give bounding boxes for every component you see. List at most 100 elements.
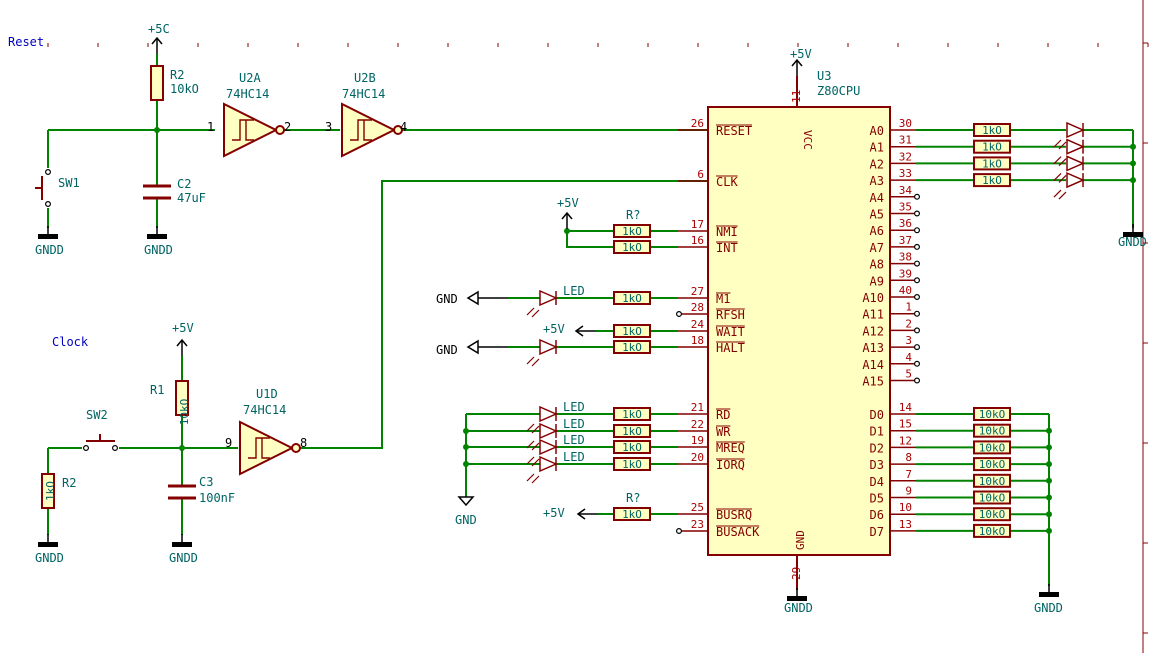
led-label: LED [563, 450, 585, 464]
pin-name: IORQ [716, 458, 745, 472]
data-resistor [973, 523, 1011, 538]
pin-name: A14 [862, 358, 884, 372]
pin-number: 8 [300, 436, 307, 450]
hysteresis-glyph [232, 119, 254, 141]
pin-name: A3 [870, 174, 884, 188]
resistor-value: 1kO [982, 157, 1002, 170]
pin-number: 29 [790, 567, 803, 580]
resistor-value: 1kO [982, 124, 1002, 137]
value-u3: Z80CPU [817, 84, 860, 98]
pin-name: D0 [870, 408, 884, 422]
value-u2a: 74HC14 [226, 87, 269, 101]
pin-name: A10 [862, 291, 884, 305]
pin-number: 10 [899, 501, 912, 514]
no-connect [675, 527, 682, 534]
led-body [1066, 138, 1085, 155]
pin-name: A4 [870, 191, 884, 205]
power-label: +5V [790, 47, 812, 61]
inverter-bubble [275, 125, 285, 135]
pin-number: 23 [691, 518, 704, 531]
resistor-value: 1kO [622, 225, 642, 238]
pin-number: 37 [899, 234, 912, 247]
address-resistor [973, 173, 1011, 188]
power-arrow-head [561, 211, 573, 220]
pin-name: A1 [870, 141, 884, 155]
pin-number: 4 [400, 120, 407, 134]
no-connect [111, 445, 118, 452]
power-label: +5V [172, 321, 194, 335]
pin-name: RD [716, 408, 730, 422]
ref-sw2: SW2 [86, 408, 108, 422]
ref-u3: U3 [817, 69, 831, 83]
pin-number: 19 [691, 434, 704, 447]
ref-u1d: U1D [256, 387, 278, 401]
ground-arrow [466, 339, 479, 355]
data-resistor [973, 507, 1011, 522]
hysteresis-glyph [350, 119, 372, 141]
pin-number: 8 [905, 451, 912, 464]
no-connect [913, 277, 920, 284]
pin-number: 18 [691, 334, 704, 347]
resistor-value: 10kO [979, 492, 1006, 505]
power-label: GNDD [169, 551, 198, 565]
busrq-resistor [613, 507, 651, 521]
ref-u2a: U2A [239, 71, 261, 85]
pin-number: 6 [697, 168, 704, 181]
wires [47, 100, 1136, 586]
led-arrow [526, 440, 535, 449]
address-resistor [973, 139, 1011, 154]
resistor-value: 1kO [622, 441, 642, 454]
pin-name: MREQ [716, 441, 745, 455]
ref-c2: C2 [177, 177, 191, 191]
resistor-value: 1kO [622, 425, 642, 438]
pin-name: RESET [716, 124, 752, 138]
power-label: GNDD [35, 551, 64, 565]
pin-number: 12 [899, 434, 912, 447]
address-resistor [973, 156, 1011, 171]
no-connect [913, 294, 920, 301]
ref-c3: C3 [199, 475, 213, 489]
pin-name: RFSH [716, 308, 745, 322]
led-arrow [1058, 191, 1067, 200]
led-arrow [1058, 158, 1067, 167]
led-arrow [526, 473, 535, 482]
ref-rbus: R? [626, 491, 640, 505]
pin-name: A15 [862, 375, 884, 389]
no-connect [913, 344, 920, 351]
led-label: LED [563, 400, 585, 414]
pin-number: 21 [691, 401, 704, 414]
pin-name: GND [794, 530, 807, 550]
bus-resistor [613, 424, 651, 438]
pin-number: 25 [691, 501, 704, 514]
power-label: GNDD [784, 601, 813, 615]
bus-resistor [613, 407, 651, 421]
section-title-reset: Reset [8, 35, 44, 49]
ground-c3 [172, 542, 192, 547]
pin-number: 9 [905, 485, 912, 498]
power-label: GND [455, 513, 477, 527]
data-resistor [973, 490, 1011, 505]
pin-name: A9 [870, 274, 884, 288]
pin-number: 3 [325, 120, 332, 134]
led-body [539, 422, 558, 440]
pin-number: 22 [691, 418, 704, 431]
led-arrow [526, 456, 535, 465]
data-resistor [973, 407, 1011, 421]
pin-name: A13 [862, 341, 884, 355]
pin-number: 36 [899, 217, 912, 230]
pin-number: 2 [284, 120, 291, 134]
u1d-body [239, 420, 295, 476]
wait-resistor [613, 324, 651, 338]
led-body [1066, 171, 1085, 189]
no-connect [913, 310, 920, 317]
power-label: GND [436, 343, 458, 357]
led-arrow [1053, 156, 1062, 165]
pin-name: D5 [870, 492, 884, 506]
value-c3: 100nF [199, 491, 235, 505]
led-arrow [1058, 174, 1067, 183]
led-arrow [526, 307, 535, 316]
led-label: LED [563, 417, 585, 431]
pin-name: A0 [870, 124, 884, 138]
ref-rnmi: R? [626, 208, 640, 222]
pin-name: A11 [862, 308, 884, 322]
